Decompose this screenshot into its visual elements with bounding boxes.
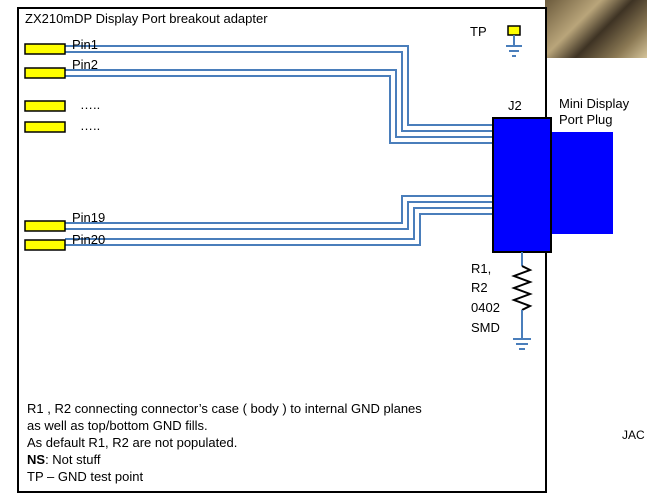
pin-label-dots1: …..: [80, 97, 101, 112]
connector-name-line2: Port Plug: [559, 112, 613, 127]
note-ns-rest: : Not stuff: [45, 452, 101, 467]
test-point-label: TP: [470, 24, 487, 39]
note-ns-bold: NS: [27, 452, 46, 467]
note-line-2: as well as top/bottom GND fills.: [27, 418, 208, 433]
pin-label-pin19: Pin19: [72, 210, 106, 225]
test-point-pad: [507, 25, 521, 36]
pin-label-pin2: Pin2: [72, 57, 99, 72]
trace-pin2: [65, 69, 496, 138]
board-title: ZX210mDP Display Port breakout adapter: [25, 11, 268, 26]
note-line-5: TP – GND test point: [27, 469, 144, 484]
pin-label-dots2: …..: [80, 118, 101, 133]
trace-pin19-b: [65, 201, 496, 230]
signal-traces: [65, 45, 496, 246]
resistor-label-4: SMD: [471, 320, 500, 335]
pad-pin1: [24, 43, 66, 55]
resistor-label-2: R2: [471, 280, 488, 295]
resistor-ground-icon: [513, 338, 531, 350]
trace-pin20: [65, 207, 496, 240]
trace-pin1-b: [65, 51, 496, 132]
photo-fragment: [545, 0, 647, 58]
partial-label-jac: JAC: [622, 428, 645, 442]
pad-dots1: [24, 100, 66, 112]
board-outline: [17, 7, 547, 493]
trace-pin1: [65, 45, 496, 126]
trace-pin20-b: [65, 213, 496, 246]
note-line-1: R1 , R2 connecting connector’s case ( bo…: [27, 401, 422, 416]
mini-dp-plug: [551, 132, 613, 234]
notes-block: R1 , R2 connecting connector’s case ( bo…: [27, 400, 422, 485]
resistor-label-1: R1,: [471, 261, 492, 276]
note-line-3: As default R1, R2 are not populated.: [27, 435, 238, 450]
pin-label-pin1: Pin1: [72, 37, 99, 52]
connector-name-line1: Mini Display: [559, 96, 630, 111]
pad-dots2: [24, 121, 66, 133]
pad-pin2: [24, 67, 66, 79]
resistor-label-3: 0402: [471, 300, 500, 315]
pin-label-pin20: Pin20: [72, 232, 106, 247]
tp-ground-icon: [506, 35, 522, 57]
connector-ref-label: J2: [508, 98, 522, 113]
trace-pin2-b: [65, 75, 496, 144]
connector-j2: [492, 117, 552, 253]
note-line-4: NS: Not stuff: [27, 451, 422, 468]
trace-pin19: [65, 195, 496, 224]
resistor-r1-r2: [511, 265, 533, 311]
pad-pin19: [24, 220, 66, 232]
pad-pin20: [24, 239, 66, 251]
